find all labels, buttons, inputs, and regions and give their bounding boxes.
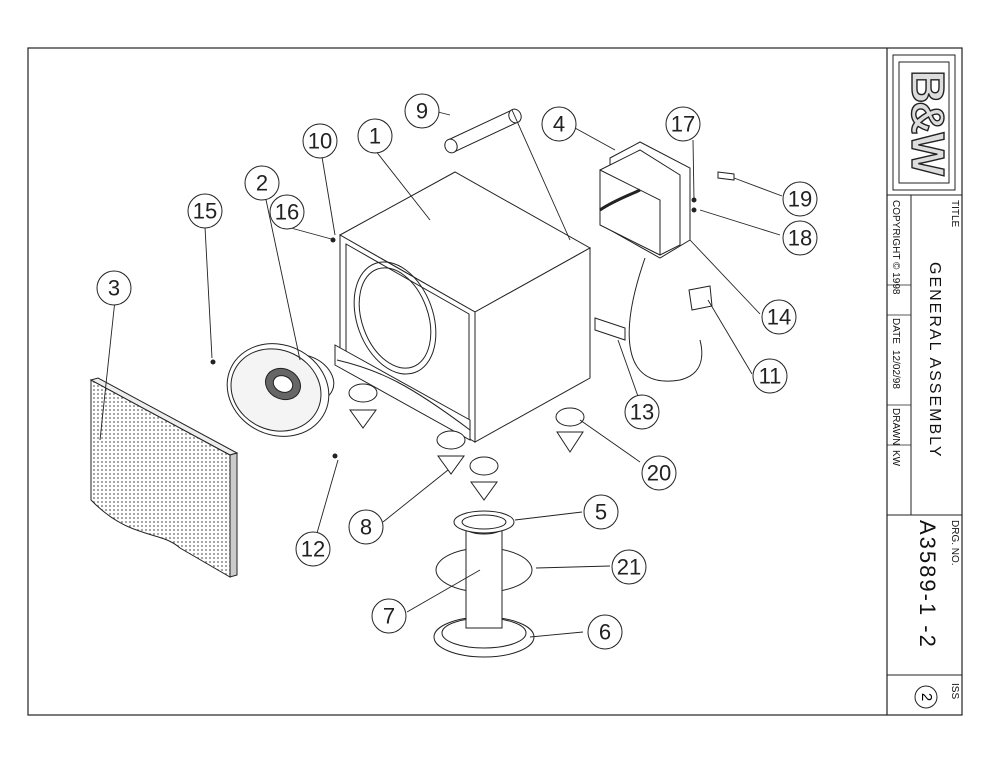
callout-10: 10 [302, 123, 338, 159]
stand-parts [433, 510, 535, 658]
callout-9: 9 [404, 93, 440, 129]
callout-5: 5 [583, 494, 619, 530]
callout-11: 11 [752, 358, 788, 394]
callout-8: 8 [348, 509, 384, 545]
callout-4: 4 [541, 106, 577, 142]
drawn-by: KW [890, 450, 901, 467]
power-cable-part [628, 257, 713, 382]
callout-21: 21 [611, 549, 647, 585]
callout-20: 20 [641, 455, 677, 491]
svg-text:21: 21 [617, 555, 641, 580]
drawing-number: A3589-1 -2 [915, 520, 940, 649]
callout-18: 18 [782, 220, 818, 256]
svg-text:9: 9 [416, 99, 428, 124]
amplifier-part [599, 141, 691, 259]
drawing-title: GENERAL ASSEMBLY [926, 262, 943, 459]
copyright-text: COPYRIGHT © 1998 [890, 200, 901, 295]
callout-2: 2 [244, 165, 280, 201]
issue-number: 2 [918, 693, 935, 701]
foot-parts [348, 383, 585, 501]
logo-text: B&W [902, 70, 954, 176]
svg-text:2: 2 [256, 171, 268, 196]
svg-text:6: 6 [599, 620, 611, 645]
bw-logo: B&W [892, 54, 956, 191]
callout-15: 15 [187, 193, 223, 229]
sheet-border [27, 47, 963, 716]
date-value: 12/02/98 [890, 350, 901, 389]
driver-part [226, 343, 335, 437]
iss-label: ISS [949, 683, 960, 699]
svg-text:18: 18 [788, 226, 812, 251]
grille-part [89, 377, 239, 578]
svg-text:12: 12 [301, 537, 325, 562]
svg-text:13: 13 [630, 400, 654, 425]
callout-1: 1 [357, 118, 393, 154]
callout-16: 16 [269, 194, 305, 230]
svg-text:1: 1 [369, 124, 381, 149]
callout-6: 6 [587, 614, 623, 650]
title-label: TITLE [949, 200, 960, 228]
svg-text:16: 16 [275, 200, 299, 225]
drawn-label: DRAWN [890, 408, 901, 445]
leader-lines [99, 109, 783, 638]
svg-text:4: 4 [553, 112, 565, 137]
callout-3: 3 [96, 270, 132, 306]
svg-text:10: 10 [308, 129, 332, 154]
svg-text:17: 17 [671, 112, 695, 137]
title-block: B&W TITLE GENERAL ASSEMBLY COPYRIGHT © 1… [886, 48, 962, 715]
svg-text:8: 8 [360, 515, 372, 540]
drg-no-label: DRG. NO. [949, 520, 960, 566]
date-label: DATE [890, 318, 901, 344]
port-tube-part [444, 108, 522, 154]
svg-text:5: 5 [595, 500, 607, 525]
callout-13: 13 [624, 394, 660, 430]
svg-text:7: 7 [383, 604, 395, 629]
callout-14: 14 [761, 299, 797, 335]
svg-text:3: 3 [108, 276, 120, 301]
callout-12: 12 [295, 531, 331, 567]
svg-text:19: 19 [788, 187, 812, 212]
svg-text:14: 14 [767, 305, 791, 330]
callout-7: 7 [371, 598, 407, 634]
svg-text:11: 11 [759, 364, 782, 389]
callout-17: 17 [665, 106, 701, 142]
svg-text:15: 15 [193, 199, 217, 224]
cabinet-part [334, 171, 592, 443]
svg-text:20: 20 [647, 461, 671, 486]
callout-19: 19 [782, 181, 818, 217]
